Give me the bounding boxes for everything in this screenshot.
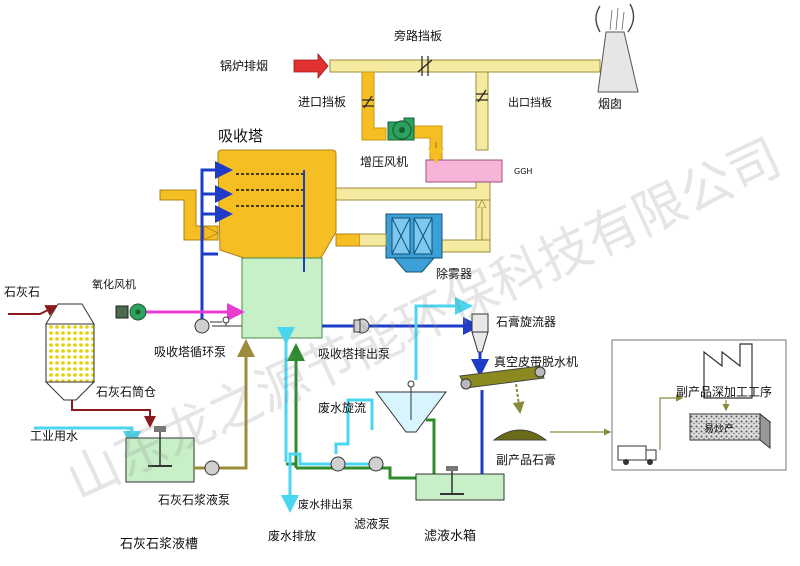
chimney-stack (595, 3, 639, 93)
label-limestone-silo: 石灰石筒仓 (96, 384, 156, 399)
label-discharge-pump: 吸收塔排出泵 (318, 347, 390, 361)
gypsum-cyclone-icon (471, 313, 489, 353)
label-byproduct-gypsum: 副产品石膏 (496, 452, 556, 467)
factory-icon (703, 343, 753, 399)
filtrate-tank (415, 466, 505, 501)
wastewater-discharge-line (288, 452, 380, 480)
gypsum-feed-line (414, 297, 473, 380)
label-slurry-pump: 石灰石浆液泵 (158, 492, 230, 507)
absorber-tower (159, 149, 361, 339)
label-byproduct-processing: 副产品深加工工序 (676, 384, 772, 399)
labels: 锅炉排烟 旁路挡板 进口挡板 出口挡板 烟囱 增压风机 GGH 吸收塔 除雾器 … (4, 28, 772, 552)
limestone-slurry-tank (125, 426, 195, 483)
label-vacuum-belt: 真空皮带脱水机 (494, 354, 578, 369)
cyclone-to-filtrate-tank (426, 418, 436, 476)
demister-unit (360, 213, 443, 273)
label-oxidation-fan: 氧化风机 (92, 277, 136, 291)
label-wastewater-discharge: 废水排放 (268, 528, 316, 543)
label-circulation-pump: 吸收塔循环泵 (154, 345, 226, 359)
label-chimney: 烟囱 (598, 97, 622, 111)
label-filtrate-pump: 滤液泵 (354, 516, 390, 531)
label-bypass-damper: 旁路挡板 (394, 28, 442, 43)
oxidation-fan-icon (115, 303, 147, 321)
product-arrow (659, 394, 684, 450)
wastewater-out-arrow (334, 398, 374, 454)
absorber-sump (241, 257, 323, 339)
filtrate-pump-icon (368, 456, 384, 472)
outlet-damper-symbol (476, 89, 488, 103)
label-product-box: 易炒产 (704, 422, 734, 435)
discharge-pump-icon (353, 318, 370, 334)
truck-icon (617, 445, 657, 465)
slurry-pump-icon (204, 460, 220, 476)
limestone-silo (44, 303, 96, 401)
label-limestone: 石灰石 (4, 285, 40, 299)
bypass-duct-right (475, 71, 489, 151)
label-ggh: GGH (514, 167, 532, 176)
spray-feed-lines (200, 161, 233, 320)
label-limestone-slurry-tank: 石灰石浆液槽 (120, 537, 198, 552)
bypass-damper-symbol (417, 56, 433, 76)
wastewater-pump-icon (330, 456, 346, 472)
label-gypsum-cyclone: 石膏旋流器 (496, 314, 556, 329)
limestone-feed-line (8, 305, 58, 316)
ggh-to-stack-duct (475, 199, 491, 241)
absorber-gas-outlet (335, 233, 361, 247)
ggh-heater (425, 159, 503, 183)
boiler-flue-arrow (293, 52, 329, 80)
product-block-icon (688, 412, 772, 450)
silo-to-tank-line (71, 400, 156, 428)
label-outlet-damper: 出口挡板 (508, 95, 552, 109)
flue-gas-ducts (329, 59, 601, 253)
label-booster-fan: 增压风机 (360, 155, 408, 169)
label-demister: 除雾器 (436, 266, 472, 281)
gypsum-pile (492, 429, 548, 441)
label-absorber: 吸收塔 (218, 127, 263, 145)
inlet-damper-symbol (362, 95, 374, 109)
byproduct-processing-panel (611, 339, 787, 471)
label-boiler-flue-gas: 锅炉排烟 (220, 58, 268, 73)
filtrate-from-tank (296, 466, 430, 480)
vacuum-belt-icon (459, 365, 546, 390)
raw-gas-ducts (361, 71, 443, 167)
demister-return-duct (439, 239, 491, 253)
absorber-upper (217, 149, 337, 259)
wastewater-cyclone-icon (375, 380, 447, 433)
gypsum-drop-arrow (512, 383, 525, 414)
label-wastewater-pump: 废水排出泵 (298, 497, 353, 511)
main-flue-duct (329, 59, 601, 73)
label-inlet-damper: 进口挡板 (298, 95, 346, 109)
label-filtrate-tank: 滤液水箱 (424, 528, 476, 544)
spray-headers (236, 173, 304, 207)
booster-fan-icon (387, 117, 415, 141)
circulation-pump-icon (194, 316, 242, 334)
label-wastewater-cyclone: 废水旋流 (318, 400, 366, 415)
label-industrial-water: 工业用水 (30, 429, 78, 443)
